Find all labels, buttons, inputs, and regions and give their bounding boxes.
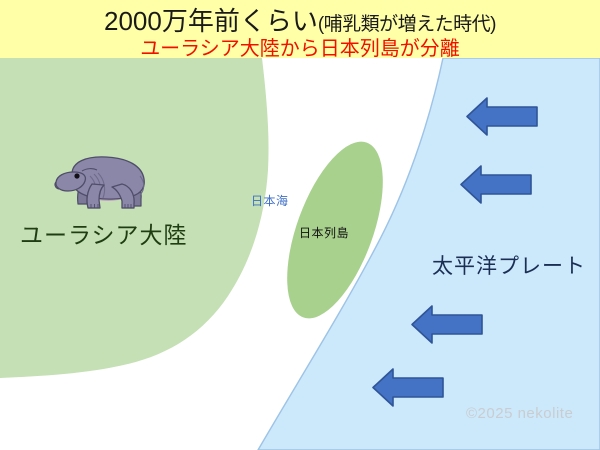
page-title: 2000万年前くらい(哺乳類が増えた時代): [0, 1, 600, 38]
subtitle-text: ユーラシア大陸から日本列島が分離: [140, 38, 460, 58]
plate-motion-arrow-2: [460, 165, 532, 204]
plate-motion-arrow-3: [411, 305, 483, 344]
pacific-ocean-region: [257, 58, 600, 450]
plate-motion-arrow-1: [466, 97, 538, 136]
map-area: ユーラシア大陸 日本海 日本列島 太平洋プレート ©2025 nekolite: [0, 58, 600, 450]
map-illustration: [0, 58, 600, 450]
title-parenthetical-text: (哺乳類が増えた時代): [317, 14, 497, 35]
japan-archipelago-region: [287, 141, 383, 319]
title-main-text: 2000万年前くらい: [104, 6, 318, 36]
plate-motion-arrow-4: [372, 368, 444, 407]
prehistoric-mammal-icon: [52, 146, 158, 214]
header-banner: 2000万年前くらい(哺乳類が増えた時代) ユーラシア大陸から日本列島が分離: [0, 0, 600, 58]
eurasia-continent-region: [0, 58, 269, 378]
